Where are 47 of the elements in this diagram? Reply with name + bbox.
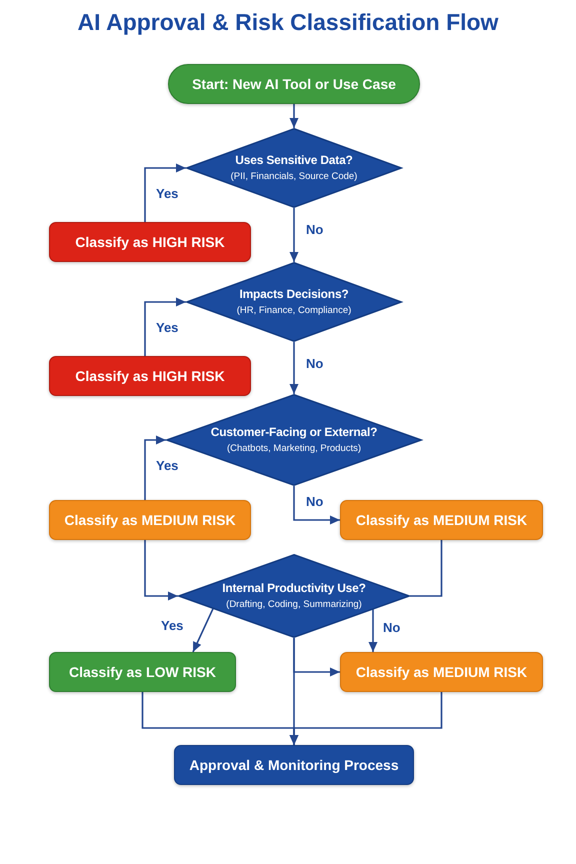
decision-question: Impacts Decisions? — [239, 287, 349, 302]
flow-arrow — [368, 609, 378, 652]
decision-examples: (HR, Finance, Compliance) — [236, 304, 352, 317]
edge-label: No — [305, 222, 324, 237]
process-box — [174, 745, 414, 785]
node-label: Classify as MEDIUM RISK — [356, 512, 528, 528]
start-terminal — [168, 64, 420, 104]
edge-label: No — [305, 494, 324, 509]
decision-question: Uses Sensitive Data? — [235, 153, 353, 168]
flow-arrow — [290, 208, 298, 262]
flow-arrow — [290, 342, 298, 394]
flow-arrow — [293, 486, 340, 524]
risk-box — [49, 356, 251, 396]
node-label: Approval & Monitoring Process — [189, 756, 399, 774]
flow-arrow — [144, 298, 186, 356]
connector-line — [410, 540, 442, 597]
risk-box — [340, 652, 543, 692]
flow-arrow — [144, 164, 186, 222]
edge-label: Yes — [155, 186, 180, 201]
flow-arrow — [144, 540, 178, 600]
node-label: Classify as HIGH RISK — [75, 234, 225, 250]
flow-arrow — [192, 608, 214, 652]
node-label: Start: New AI Tool or Use Case — [192, 76, 396, 92]
risk-box — [49, 222, 251, 262]
flow-arrow — [290, 104, 298, 128]
flow-arrow — [290, 692, 442, 745]
edge-label: Yes — [160, 618, 184, 633]
diagram-title: AI Approval & Risk Classification Flow — [78, 8, 498, 36]
decision-examples: (Drafting, Coding, Summarizing) — [226, 598, 362, 611]
decision-question: Customer-Facing or External? — [210, 425, 378, 440]
node-label: Classify as MEDIUM RISK — [356, 664, 528, 680]
edge-label: Yes — [155, 320, 180, 335]
decision-examples: (Chatbots, Marketing, Products) — [226, 442, 362, 455]
node-label: Classify as MEDIUM RISK — [64, 512, 236, 528]
risk-box — [49, 500, 251, 540]
risk-box — [340, 500, 543, 540]
edge-label: No — [382, 620, 402, 635]
node-label: Classify as HIGH RISK — [75, 368, 225, 384]
flow-arrow — [144, 436, 166, 500]
decision-question: Internal Productivity Use? — [222, 581, 366, 596]
risk-box — [49, 652, 236, 692]
decision-diamond — [186, 128, 402, 208]
edge-label: Yes — [155, 458, 180, 473]
edge-label: No — [305, 356, 324, 371]
decision-diamond — [186, 262, 402, 342]
decision-examples: (PII, Financials, Source Code) — [230, 170, 358, 183]
node-label: Classify as LOW RISK — [68, 664, 216, 680]
